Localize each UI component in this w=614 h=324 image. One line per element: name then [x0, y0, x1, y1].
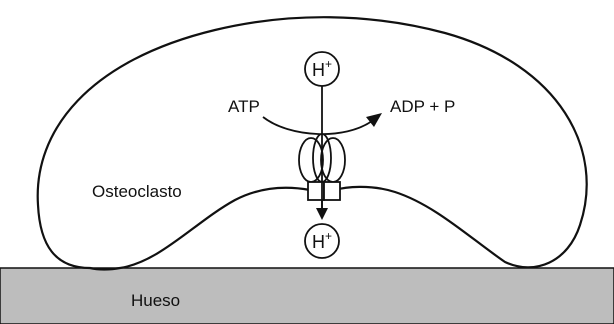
- osteoclast-label: Osteoclasto: [92, 182, 182, 201]
- proton-top: H+: [304, 51, 340, 87]
- atp-hydrolysis-arrow: [262, 116, 373, 135]
- atp-label: ATP: [228, 97, 260, 116]
- atp-arrowhead: [366, 113, 382, 127]
- bone-label: Hueso: [131, 291, 180, 310]
- membrane-pump: [307, 181, 341, 201]
- proton-bottom-circle: [304, 223, 340, 259]
- proton-bottom: H+: [304, 223, 340, 259]
- bone-surface: [0, 267, 614, 324]
- atpase-lobe-left: [298, 137, 324, 183]
- osteoclast-cell-outline: [36, 16, 588, 271]
- adp-p-label: ADP + P: [390, 97, 455, 116]
- pump-square-right: [323, 181, 341, 201]
- proton-arrowhead-down: [316, 208, 328, 220]
- proton-bottom-text: H+: [312, 229, 332, 252]
- proton-top-text: H+: [312, 57, 332, 80]
- atpase-lobe-right: [320, 137, 346, 183]
